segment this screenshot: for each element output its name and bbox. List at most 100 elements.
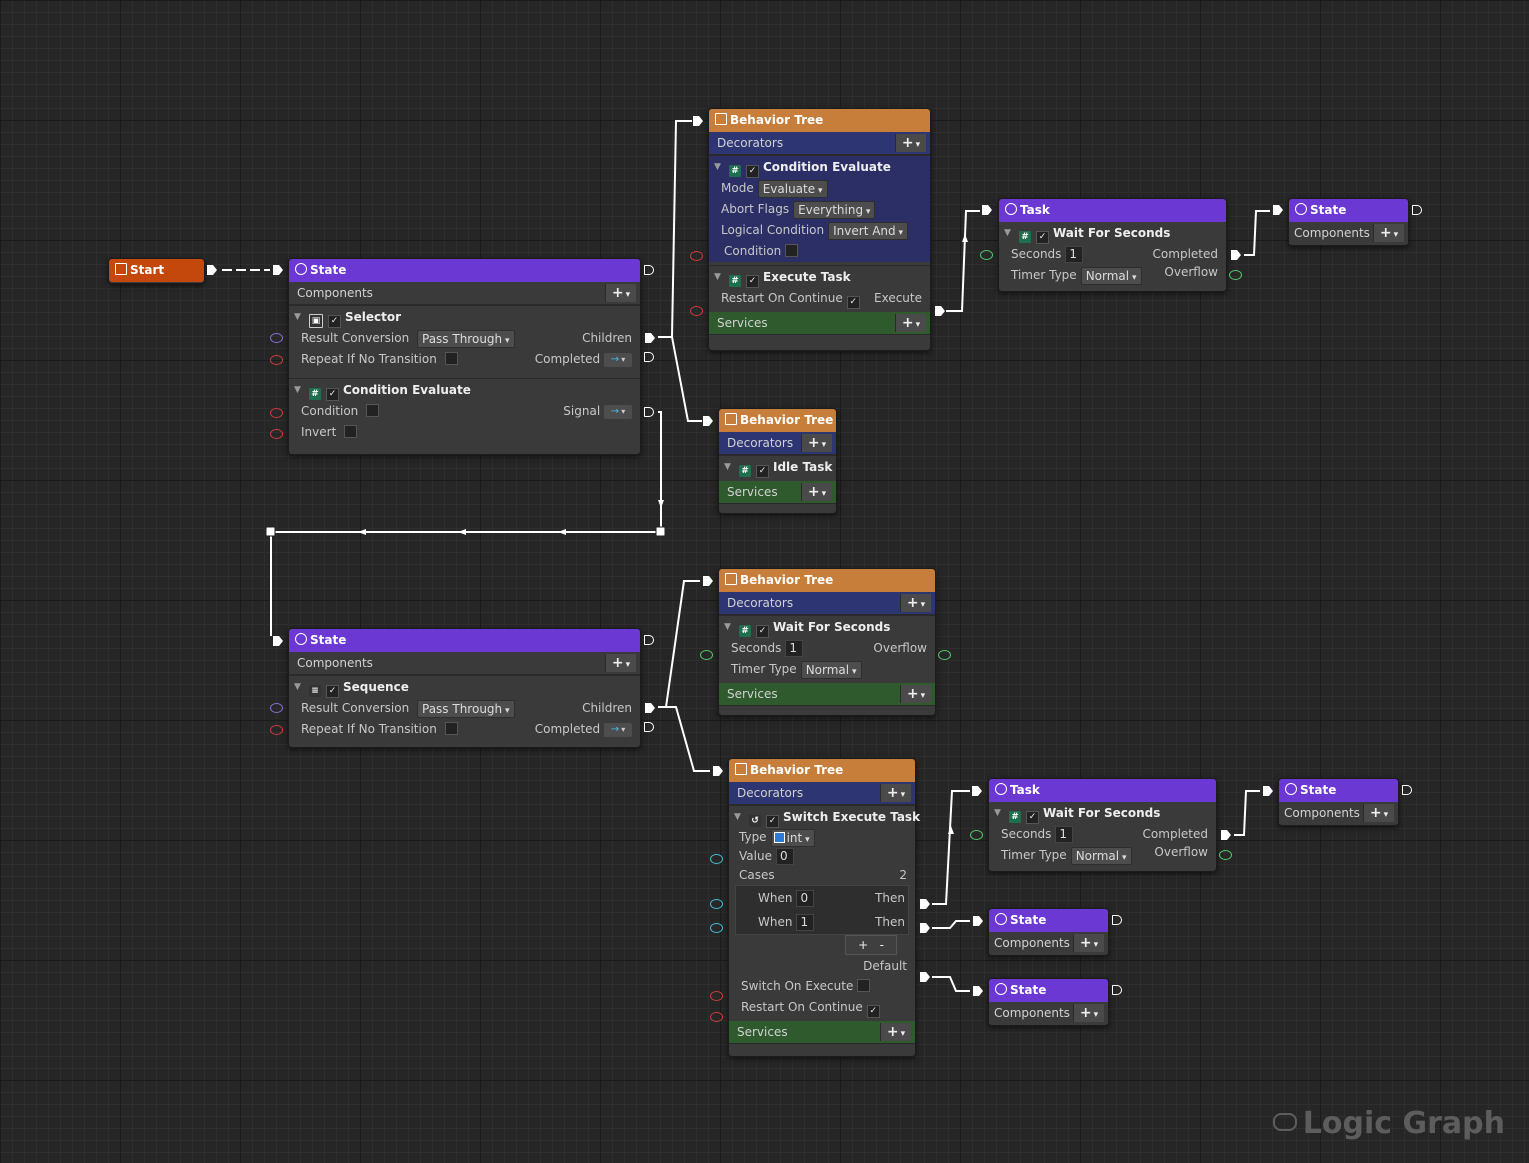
bt1-node[interactable]: Behavior Tree Decorators+ ▼#✓Condition E… [708, 108, 931, 351]
invert-checkbox[interactable] [344, 425, 358, 438]
seq-children-pin[interactable] [645, 703, 655, 713]
when-field[interactable]: 0 [796, 890, 815, 907]
task1-wait-checkbox[interactable]: ✓ [1036, 231, 1049, 244]
task2-wait-section[interactable]: ▼#✓Wait For Seconds [989, 802, 1216, 824]
bt4-in-pin[interactable] [713, 766, 723, 776]
state-r2-node[interactable]: State Components+ [1278, 778, 1399, 826]
seconds-field[interactable]: 1 [1055, 826, 1074, 843]
result-conversion-dropdown[interactable]: Pass Through [417, 699, 515, 718]
bt1-in-pin[interactable] [693, 116, 703, 126]
add-component-button[interactable]: + [605, 654, 636, 672]
state2-out-pin[interactable] [644, 635, 654, 645]
bt1-cond-eval-section[interactable]: ▼#✓Condition Evaluate [709, 155, 930, 178]
restart-checkbox[interactable]: ✓ [846, 296, 860, 309]
task1-completed-pin[interactable] [1231, 250, 1241, 260]
bt2-node[interactable]: Behavior Tree Decorators+ ▼#✓Idle Task S… [718, 408, 837, 514]
add-case-button[interactable]: + [858, 938, 869, 952]
add-decorator-button[interactable]: + [801, 434, 832, 452]
state2-in-pin[interactable] [273, 636, 283, 646]
switch-execute-section[interactable]: ▼↺✓Switch Execute Task [729, 805, 920, 828]
when-field[interactable]: 1 [796, 914, 815, 931]
bt2-in-pin[interactable] [703, 416, 713, 426]
abort-flags-dropdown[interactable]: Everything [793, 200, 876, 219]
bt3-in-pin[interactable] [703, 576, 713, 586]
state-c1-node[interactable]: State Components+ [988, 908, 1109, 956]
expand-triangle-icon[interactable]: ▼ [714, 162, 721, 172]
task2-seconds-pin[interactable] [970, 830, 983, 840]
expand-triangle-icon[interactable]: ▼ [294, 682, 301, 692]
timer-type-dropdown[interactable]: Normal [800, 660, 862, 679]
state-r2-out-pin[interactable] [1402, 785, 1412, 795]
restart-pin[interactable] [690, 306, 703, 316]
task1-overflow-pin[interactable] [1229, 270, 1242, 280]
selector-enabled-checkbox[interactable]: ✓ [328, 315, 341, 328]
add-decorator-button[interactable]: + [880, 784, 911, 802]
expand-triangle-icon[interactable]: ▼ [294, 385, 301, 395]
bt3-wait-section[interactable]: ▼#✓Wait For Seconds [719, 615, 935, 638]
task2-in-pin[interactable] [972, 786, 982, 796]
add-component-button[interactable]: + [1373, 224, 1404, 242]
state1-out-pin[interactable] [644, 265, 654, 275]
switch-on-execute-checkbox[interactable] [857, 979, 871, 992]
state-c2-node[interactable]: State Components+ [988, 978, 1109, 1026]
type-dropdown[interactable]: int [770, 828, 815, 847]
add-service-button[interactable]: + [801, 483, 832, 501]
switch-checkbox[interactable]: ✓ [766, 815, 779, 828]
invert-pin[interactable] [270, 429, 283, 439]
add-decorator-button[interactable]: + [900, 594, 931, 612]
condition-pin[interactable] [270, 408, 283, 418]
seconds-field[interactable]: 1 [785, 640, 804, 657]
state-c2-in-pin[interactable] [973, 986, 983, 996]
expand-triangle-icon[interactable]: ▼ [294, 312, 301, 322]
sequence-checkbox[interactable]: ✓ [326, 685, 339, 698]
remove-case-button[interactable]: - [879, 938, 884, 952]
execute-task-section[interactable]: ▼#✓Execute Task [709, 265, 930, 288]
idle-task-section[interactable]: ▼#✓Idle Task [719, 455, 836, 478]
state2-node[interactable]: State Components+ ▼≡✓Sequence Result Con… [288, 628, 641, 748]
task2-completed-pin[interactable] [1221, 830, 1231, 840]
add-service-button[interactable]: + [900, 685, 931, 703]
add-decorator-button[interactable]: + [895, 134, 926, 152]
state-c1-in-pin[interactable] [973, 916, 983, 926]
type-pin[interactable] [710, 854, 723, 864]
value-field[interactable]: 0 [775, 848, 794, 865]
selector-section[interactable]: ▼▣✓Selector [289, 305, 640, 328]
logical-condition-dropdown[interactable]: Invert And [828, 221, 909, 240]
state-r1-out-pin[interactable] [1412, 205, 1422, 215]
switch-on-execute-pin[interactable] [710, 991, 723, 1001]
expand-triangle-icon[interactable]: ▼ [724, 462, 731, 472]
bt1-condition-checkbox[interactable] [785, 244, 799, 257]
execute-pin[interactable] [935, 306, 945, 316]
bt4-restart-pin[interactable] [710, 1012, 723, 1022]
result-conversion-dropdown[interactable]: Pass Through [417, 329, 515, 348]
children-pin[interactable] [645, 333, 655, 343]
expand-triangle-icon[interactable]: ▼ [994, 808, 1001, 818]
expand-triangle-icon[interactable]: ▼ [734, 812, 741, 822]
condition-evaluate-section[interactable]: ▼#✓Condition Evaluate [289, 378, 640, 401]
execute-task-checkbox[interactable]: ✓ [746, 275, 759, 288]
cond-eval-enabled-checkbox[interactable]: ✓ [326, 388, 339, 401]
expand-triangle-icon[interactable]: ▼ [714, 272, 721, 282]
bt1-condition-pin[interactable] [690, 251, 703, 261]
seq-result-conversion-pin[interactable] [270, 703, 283, 713]
result-conversion-pin[interactable] [270, 333, 283, 343]
task1-in-pin[interactable] [982, 205, 992, 215]
expand-triangle-icon[interactable]: ▼ [724, 622, 731, 632]
seq-repeat-pin[interactable] [270, 725, 283, 735]
add-component-button[interactable]: + [1363, 804, 1394, 822]
timer-type-dropdown[interactable]: Normal [1070, 846, 1132, 865]
state-r1-node[interactable]: State Components+ [1288, 198, 1409, 246]
repeat-checkbox[interactable] [444, 722, 458, 735]
add-service-button[interactable]: + [895, 314, 926, 332]
add-component-button[interactable]: + [1073, 1004, 1104, 1022]
state-c1-out-pin[interactable] [1112, 915, 1122, 925]
add-component-button[interactable]: + [1073, 934, 1104, 952]
bt4-node[interactable]: Behavior Tree Decorators+ ▼↺✓Switch Exec… [728, 758, 920, 1057]
bt3-node[interactable]: Behavior Tree Decorators+ ▼#✓Wait For Se… [718, 568, 936, 716]
bt3-overflow-pin[interactable] [938, 650, 951, 660]
bt1-cond-eval-checkbox[interactable]: ✓ [746, 165, 759, 178]
